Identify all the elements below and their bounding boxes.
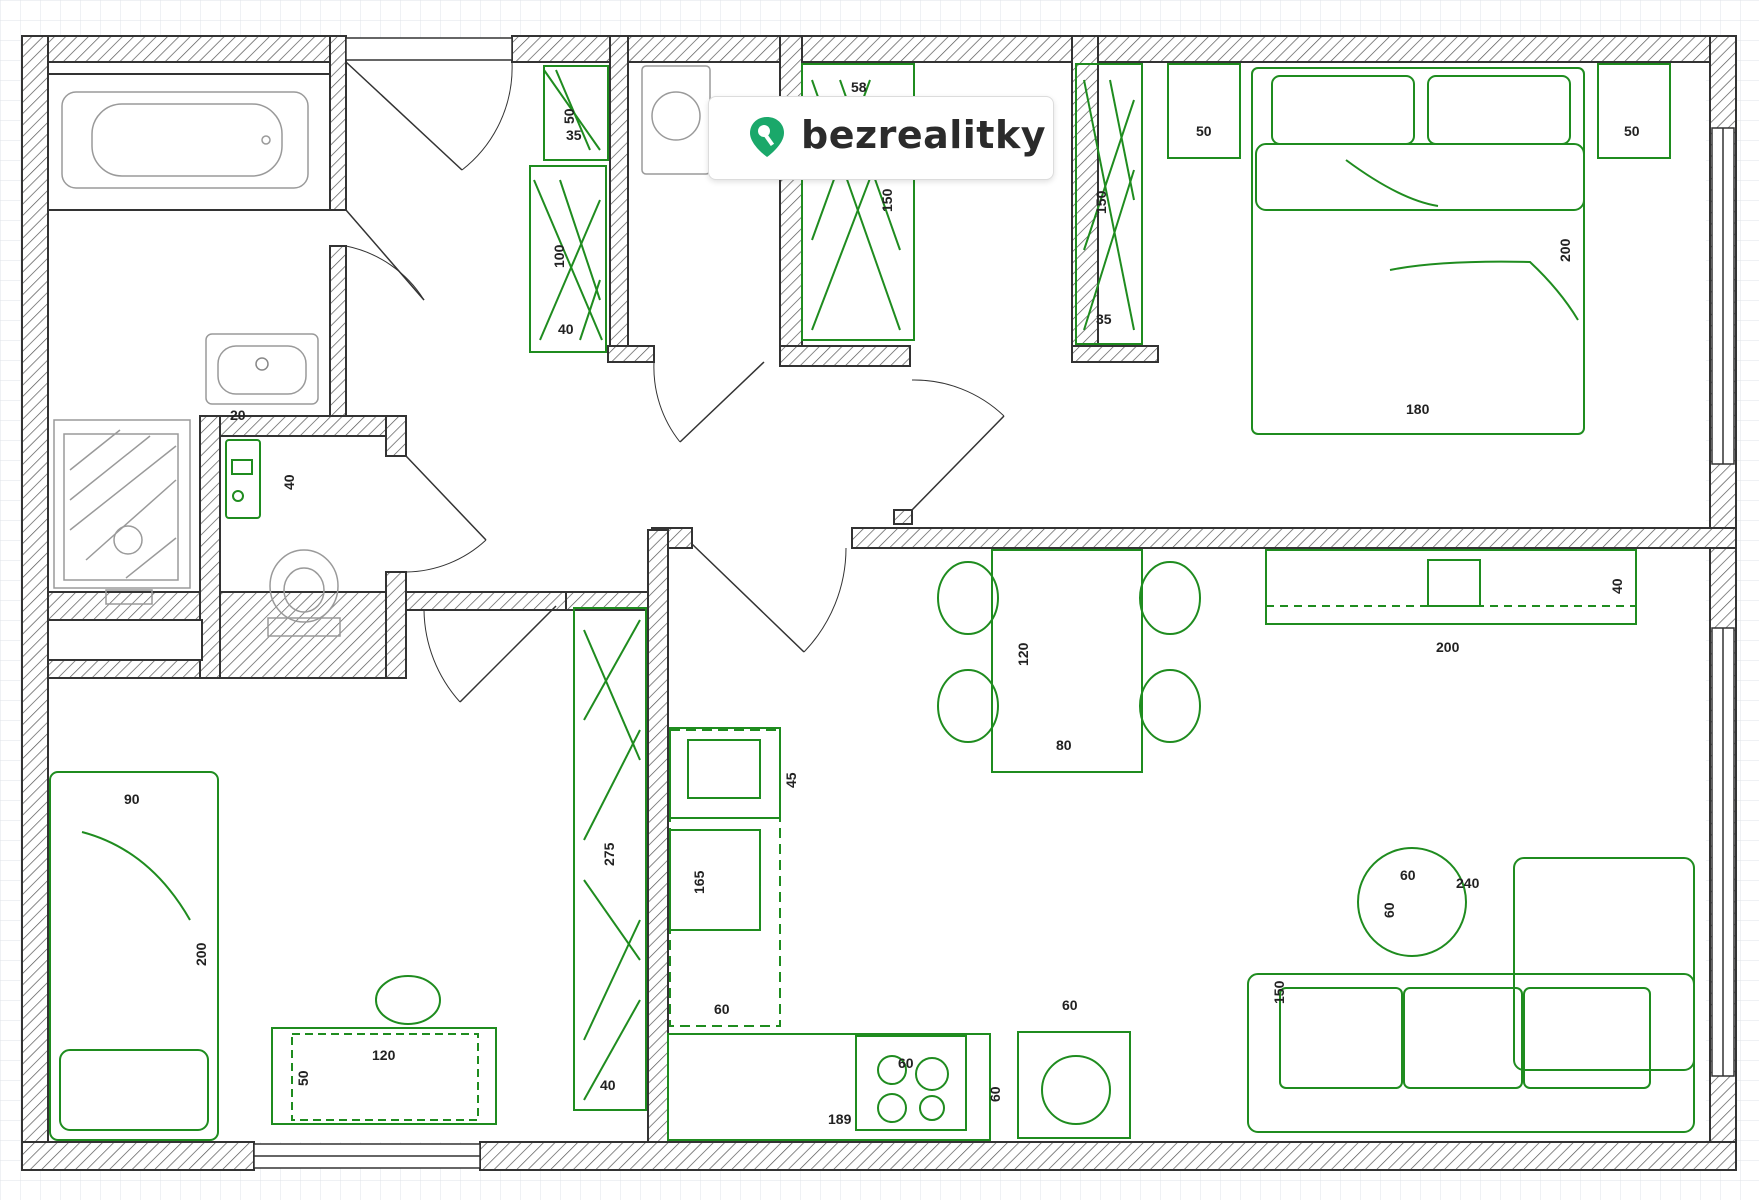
chair bbox=[937, 669, 999, 743]
dim-bed-width: 180 bbox=[1406, 401, 1430, 417]
tv-cabinet bbox=[1265, 549, 1637, 625]
living-door bbox=[691, 543, 805, 653]
entry-door-gap bbox=[345, 37, 513, 61]
wall-room-divider bbox=[647, 529, 669, 1143]
coffee-table bbox=[1357, 847, 1467, 957]
tv-stand bbox=[1265, 549, 1637, 625]
kitchen-counter bbox=[667, 1033, 991, 1141]
dim-w1-50: 50 bbox=[561, 108, 577, 124]
nightstand-right bbox=[1597, 63, 1671, 159]
dining-table bbox=[991, 549, 1143, 773]
wall-storage-1-foot bbox=[607, 345, 655, 363]
dim-single-bed-200: 200 bbox=[193, 942, 209, 966]
dim-washer-60: 60 bbox=[1062, 997, 1078, 1013]
dim-nightstand-left: 50 bbox=[1196, 123, 1212, 139]
dim-w2-40: 40 bbox=[558, 321, 574, 337]
dim-desk-120: 120 bbox=[372, 1047, 396, 1063]
brand-logo-card: bezrealitky bbox=[708, 96, 1054, 180]
living-furniture bbox=[1247, 847, 1695, 1133]
single-bed bbox=[49, 771, 219, 1141]
toilet bbox=[269, 549, 339, 623]
washing-machine bbox=[1017, 1031, 1131, 1139]
wall-storage-1 bbox=[609, 35, 629, 363]
bathtub bbox=[61, 91, 309, 189]
storage-door bbox=[679, 361, 765, 443]
shower-tray bbox=[53, 419, 191, 589]
dim-sofa-240: 240 bbox=[1456, 875, 1480, 891]
bedroom-door bbox=[911, 415, 1005, 511]
dim-bed-length: 200 bbox=[1557, 238, 1573, 262]
sofa-chaise bbox=[1513, 857, 1695, 1071]
wall-storage-3-foot bbox=[1071, 345, 1159, 363]
wall-bedroom-living bbox=[851, 527, 1737, 549]
dim-fridge-165: 165 bbox=[691, 870, 707, 894]
dim-w3-150: 150 bbox=[879, 188, 895, 212]
dim-tv-200: 200 bbox=[1436, 639, 1460, 655]
double-bed bbox=[1167, 63, 1671, 435]
wall-divider-stub bbox=[893, 509, 913, 525]
location-pin-icon bbox=[750, 117, 784, 157]
wall-bath-upper bbox=[329, 35, 347, 211]
pillow bbox=[59, 1049, 209, 1131]
wall-storage-2-foot bbox=[779, 345, 911, 367]
chair bbox=[937, 561, 999, 635]
wall-wc-right-lower bbox=[385, 571, 407, 679]
dim-table-120: 120 bbox=[1015, 642, 1031, 666]
dim-wardrobe-40: 40 bbox=[600, 1077, 616, 1093]
wall-bottom-left bbox=[21, 1141, 255, 1171]
dim-w1-35: 35 bbox=[566, 127, 582, 143]
dim-stove-60b: 60 bbox=[987, 1086, 1003, 1102]
kitchen bbox=[667, 727, 1131, 1141]
brand-name: bezrealitky bbox=[801, 113, 1047, 157]
dim-sink-20: 20 bbox=[230, 407, 246, 423]
desk-top bbox=[271, 1027, 497, 1125]
dim-wardrobe-275: 275 bbox=[601, 842, 617, 866]
dining-set bbox=[937, 549, 1201, 773]
wall-wc-right-upper bbox=[385, 415, 407, 457]
dim-desk-50: 50 bbox=[295, 1070, 311, 1086]
chair bbox=[1139, 561, 1201, 635]
dim-wc-40: 40 bbox=[281, 474, 297, 490]
wall-bottom-right bbox=[479, 1141, 1737, 1171]
desk bbox=[271, 975, 497, 1125]
dim-single-bed-90: 90 bbox=[124, 791, 140, 807]
chair bbox=[1139, 669, 1201, 743]
wall-storage-2 bbox=[779, 35, 803, 363]
bathroom-fixtures bbox=[53, 91, 341, 637]
washbasin bbox=[205, 333, 319, 405]
dim-coffee-60b: 60 bbox=[1381, 902, 1397, 918]
dim-stove-60: 60 bbox=[898, 1055, 914, 1071]
dim-w1-58: 58 bbox=[851, 79, 867, 95]
dim-table-80: 80 bbox=[1056, 737, 1072, 753]
wall-hall-bottom bbox=[405, 591, 567, 611]
wall-wc-left bbox=[199, 415, 221, 679]
wc-door bbox=[405, 455, 487, 541]
entry-door bbox=[345, 61, 463, 171]
dim-coffee-60: 60 bbox=[1400, 867, 1416, 883]
dim-nightstand-right: 50 bbox=[1624, 123, 1640, 139]
dimension-labels: 58 50 35 100 40 150 150 35 50 50 200 180… bbox=[124, 79, 1640, 1127]
dim-counter-60: 60 bbox=[714, 1001, 730, 1017]
dim-kitchen-189: 189 bbox=[828, 1111, 852, 1127]
dim-w4-35: 35 bbox=[1096, 311, 1112, 327]
dim-sink-45: 45 bbox=[783, 772, 799, 788]
wc-handsink bbox=[225, 439, 261, 519]
wall-bath-mid bbox=[329, 245, 347, 417]
wall-top-right bbox=[511, 35, 1737, 63]
bedroom-small-door bbox=[459, 605, 557, 703]
windows bbox=[253, 37, 1735, 1169]
dim-sofa-150: 150 bbox=[1271, 980, 1287, 1004]
bath-niche-bottom bbox=[47, 619, 203, 661]
doors bbox=[345, 61, 1005, 703]
wall-left bbox=[21, 35, 49, 1171]
dim-w4-150: 150 bbox=[1093, 190, 1109, 214]
desk-chair bbox=[375, 975, 441, 1025]
dim-tv-40: 40 bbox=[1609, 578, 1625, 594]
wall-top-left bbox=[21, 35, 347, 63]
cooktop bbox=[855, 1035, 967, 1131]
nightstand-left bbox=[1167, 63, 1241, 159]
bath-door bbox=[345, 209, 425, 301]
dim-w2-100: 100 bbox=[551, 244, 567, 268]
